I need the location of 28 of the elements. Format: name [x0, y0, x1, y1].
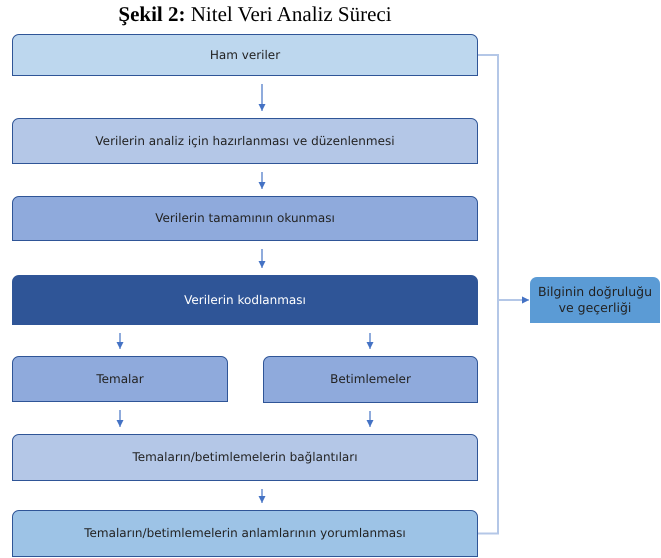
node-label: Bilginin doğruluğu ve geçerliği — [536, 284, 654, 316]
node-label: Verilerin analiz için hazırlanması ve düzenlenmesi — [95, 134, 395, 148]
process-box — [12, 34, 478, 76]
process-box — [12, 275, 478, 325]
node-label: Verilerin kodlanması — [184, 292, 306, 308]
arrow — [116, 333, 124, 349]
node-label: Temaların/betimlemelerin anlamlarının yorumlanması — [84, 526, 406, 541]
process-box — [12, 356, 228, 402]
process-box — [12, 510, 478, 557]
result-box — [530, 277, 660, 323]
process-box — [263, 356, 478, 403]
arrow — [478, 296, 529, 534]
node-label: Verilerin tamamının okunması — [155, 211, 335, 226]
node-label: Temalar — [96, 372, 144, 386]
arrow — [258, 489, 266, 503]
arrow — [366, 333, 374, 349]
process-box — [12, 434, 478, 481]
arrow — [366, 411, 374, 427]
node-label: Temaların/betimlemelerin bağlantıları — [132, 450, 358, 465]
figure-title: Şekil 2: Nitel Veri Analiz Süreci — [118, 2, 392, 27]
arrow — [258, 84, 266, 111]
process-box — [12, 196, 478, 241]
process-box — [12, 118, 478, 164]
arrow — [258, 249, 266, 268]
node-label: Betimlemeler — [330, 372, 411, 387]
arrow — [116, 410, 124, 427]
arrow — [258, 172, 266, 189]
node-label: Ham veriler — [210, 48, 280, 62]
